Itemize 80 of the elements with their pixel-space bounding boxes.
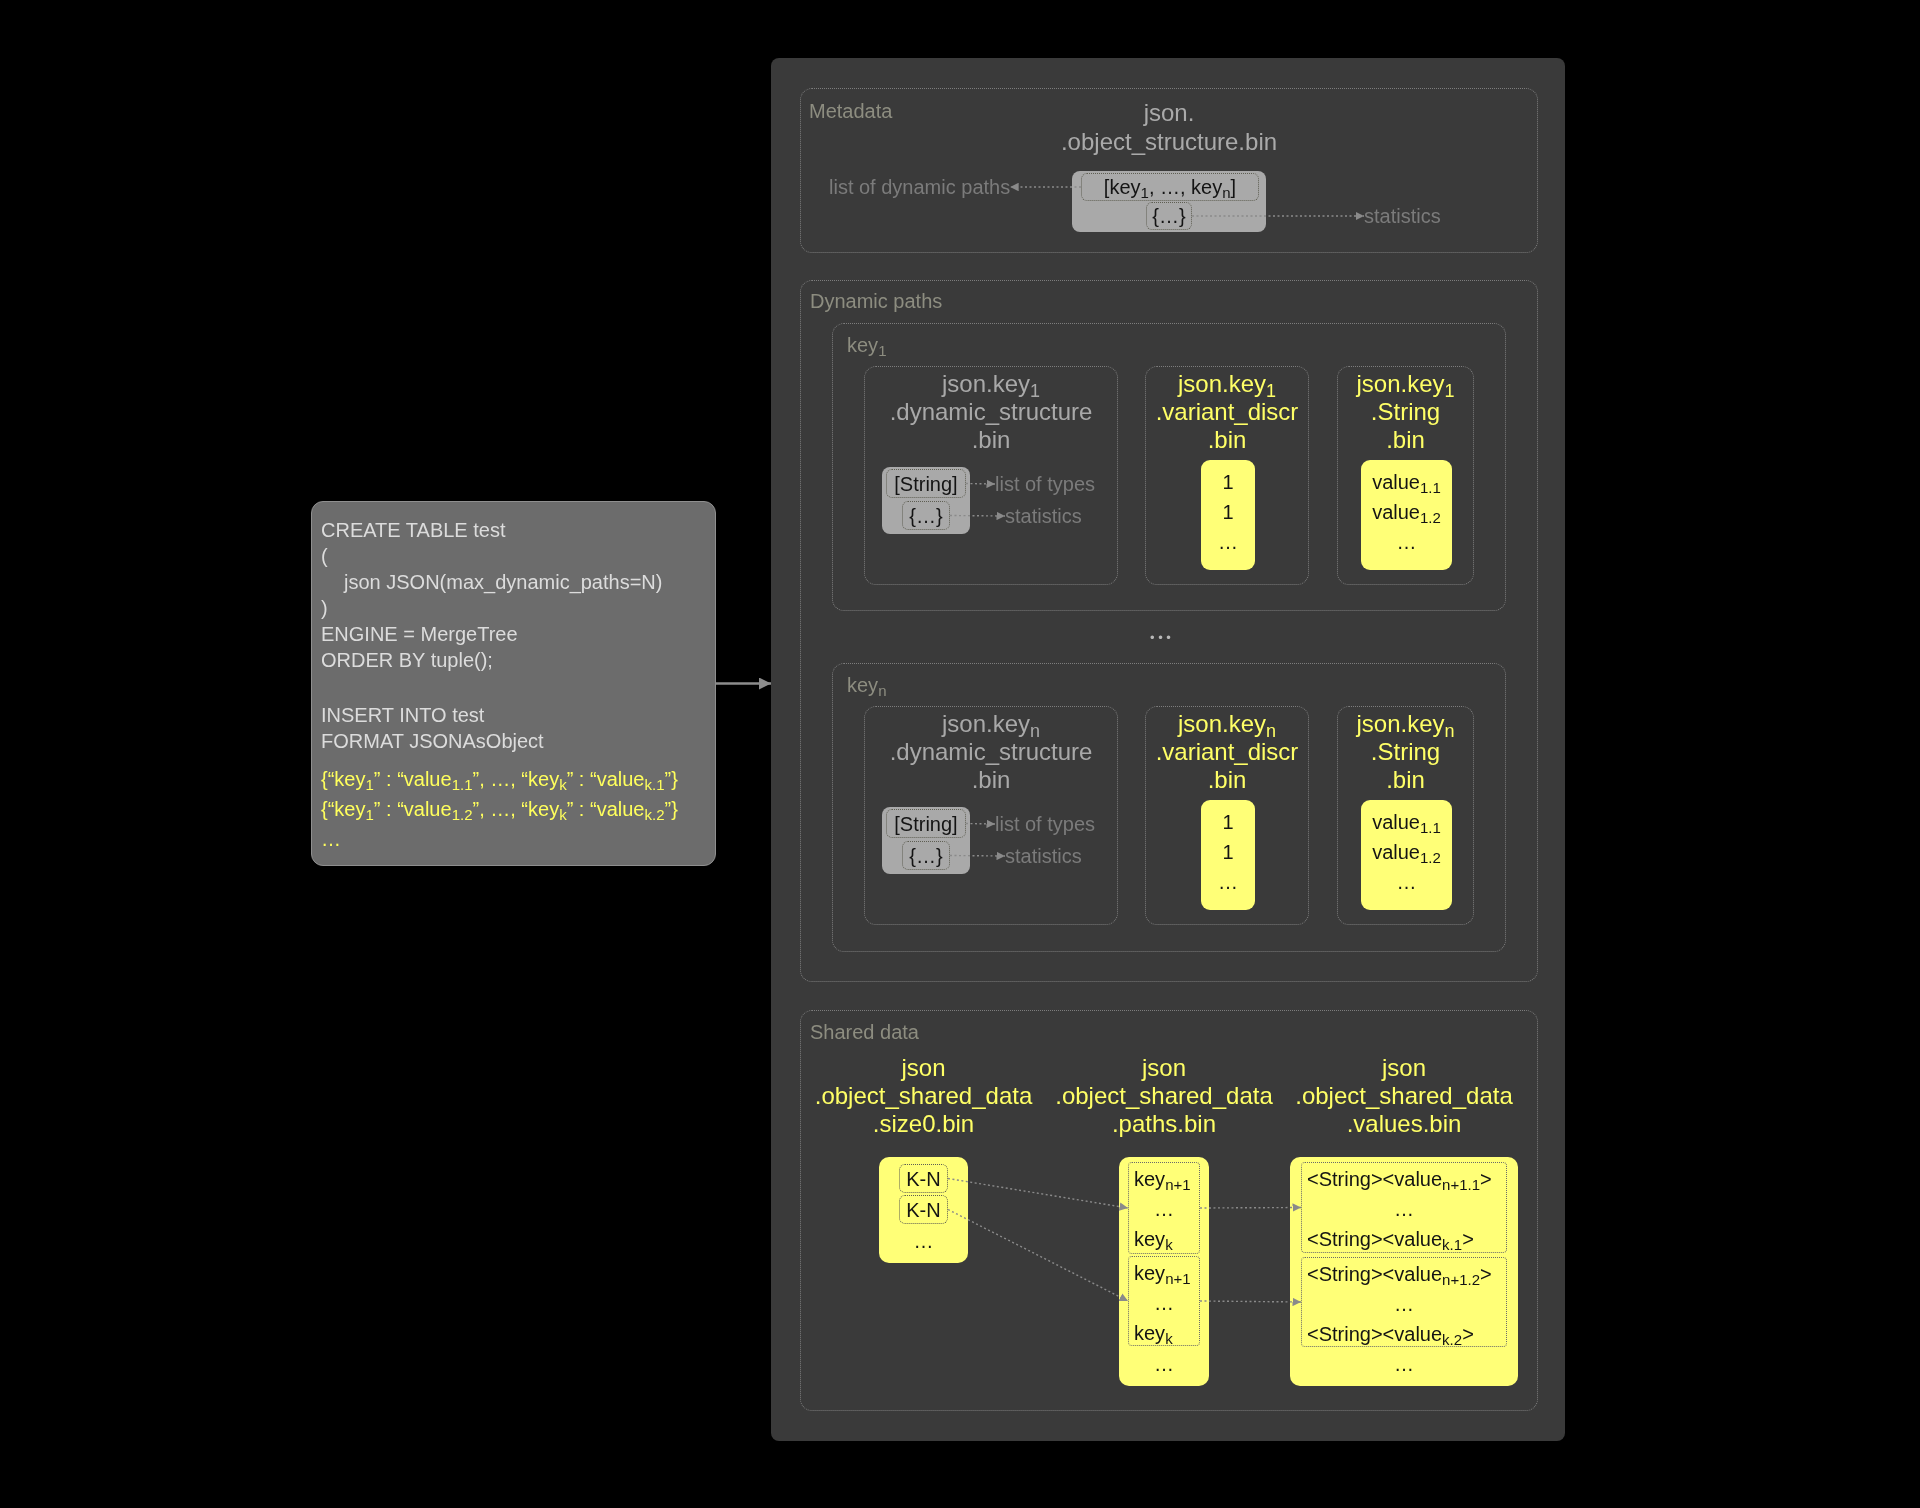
code-line: {“key$_{1}$” : “value$_{1.2}$”, …, “key$_{k}$” : “value$_{k.2}$”} xyxy=(321,797,678,824)
data-value: <String><value$_{k.2}$> xyxy=(1307,1322,1474,1349)
file-name: json.key$_{1}$ .dynamic_structure .bin xyxy=(889,370,1093,454)
file-name: json .object_shared_data .values.bin xyxy=(1295,1054,1513,1138)
data-column xyxy=(1361,800,1452,910)
annotation-text: statistics xyxy=(1005,843,1082,869)
dotted-arrow xyxy=(1009,182,1082,192)
storage-panel xyxy=(771,58,1565,1441)
data-value: <String><value$_{k.1}$> xyxy=(1307,1227,1474,1254)
data-value: … xyxy=(1394,1292,1414,1317)
file-name: json.key$_{1}$ .String .bin xyxy=(1356,370,1455,454)
data-value: … xyxy=(1154,1352,1174,1377)
file-name: json.key$_{n}$ .dynamic_structure .bin xyxy=(889,710,1093,794)
code-line: {“key$_{1}$” : “value$_{1.1}$”, …, “key$_{k}$” : “value$_{k.1}$”} xyxy=(321,767,678,794)
data-value: … xyxy=(1394,1352,1414,1377)
data-value: … xyxy=(1394,1197,1414,1222)
dotted-arrow xyxy=(947,1208,1129,1302)
code-line: ( xyxy=(321,544,328,569)
data-value: … xyxy=(1396,870,1417,895)
dotted-arrow xyxy=(1191,211,1365,221)
data-value: key$_{k}$ xyxy=(1134,1321,1173,1348)
data-value: 1 xyxy=(1222,470,1234,495)
file-name: json. .object_structure.bin xyxy=(1060,98,1278,156)
dotted-arrow xyxy=(949,511,1006,521)
code-line: FORMAT JSONAsObject xyxy=(321,729,544,754)
data-value: … xyxy=(1218,870,1238,895)
data-value: value$_{1.1}$ xyxy=(1372,810,1441,837)
ellipsis-mark: • • • xyxy=(1150,629,1171,647)
section-title: Dynamic paths xyxy=(810,289,943,314)
data-value: key$_{k}$ xyxy=(1134,1227,1173,1254)
data-value: 1 xyxy=(1222,500,1234,525)
annotation-text: list of types xyxy=(995,471,1096,497)
data-value: 1 xyxy=(1222,810,1234,835)
data-value: key$_{n+1}$ xyxy=(1134,1167,1191,1194)
file-name: json .object_shared_data .paths.bin xyxy=(1055,1054,1273,1138)
annotation-text: statistics xyxy=(1364,203,1441,229)
structure-block xyxy=(882,807,970,874)
data-value: <String><value$_{n+1.2}$> xyxy=(1307,1262,1492,1289)
code-line: ENGINE = MergeTree xyxy=(321,622,518,647)
dotted-arrow xyxy=(1199,1297,1302,1307)
dotted-arrow xyxy=(1199,1203,1302,1212)
data-value: 1 xyxy=(1222,840,1234,865)
data-value: … xyxy=(1396,530,1417,555)
data-value: key$_{n+1}$ xyxy=(1134,1261,1191,1288)
data-value: value$_{1.1}$ xyxy=(1372,470,1441,497)
dotted-arrow xyxy=(965,479,996,489)
data-value: … xyxy=(1218,530,1238,555)
file-name: json.key$_{n}$ .variant_discr .bin xyxy=(1155,710,1299,794)
data-column xyxy=(1201,460,1255,570)
structure-block xyxy=(1072,171,1266,232)
section-title: key$_{n}$ xyxy=(847,673,887,698)
file-name: json .object_shared_data .size0.bin xyxy=(814,1054,1033,1138)
section-title: key$_{1}$ xyxy=(847,333,887,358)
data-column xyxy=(1361,460,1452,570)
data-value: value$_{1.2}$ xyxy=(1372,840,1441,867)
data-value: <String><value$_{n+1.1}$> xyxy=(1307,1167,1492,1194)
dotted-arrow xyxy=(965,819,996,829)
dotted-arrow xyxy=(949,851,1006,861)
annotation-text: list of types xyxy=(995,811,1096,837)
code-line: … xyxy=(321,827,341,852)
annotation-text: list of dynamic paths xyxy=(829,174,1011,200)
code-line: ) xyxy=(321,596,328,621)
section-title: Metadata xyxy=(809,99,893,124)
file-name: json.key$_{n}$ .String .bin xyxy=(1356,710,1455,794)
code-panel xyxy=(311,501,716,866)
code-line: json JSON(max_dynamic_paths=N) xyxy=(344,570,663,595)
code-line: ORDER BY tuple(); xyxy=(321,648,493,673)
dotted-arrow xyxy=(947,1177,1129,1211)
data-value: value$_{1.2}$ xyxy=(1372,500,1441,527)
arrow xyxy=(716,677,771,690)
annotation-text: statistics xyxy=(1005,503,1082,529)
data-value: … xyxy=(1154,1291,1174,1316)
section-title: Shared data xyxy=(810,1020,919,1045)
data-column xyxy=(1201,800,1255,910)
file-name: json.key$_{1}$ .variant_discr .bin xyxy=(1155,370,1299,454)
code-line: CREATE TABLE test xyxy=(321,518,506,543)
data-value: … xyxy=(913,1229,934,1254)
structure-block xyxy=(882,467,970,534)
code-line: INSERT INTO test xyxy=(321,703,485,728)
data-value: … xyxy=(1154,1197,1174,1222)
